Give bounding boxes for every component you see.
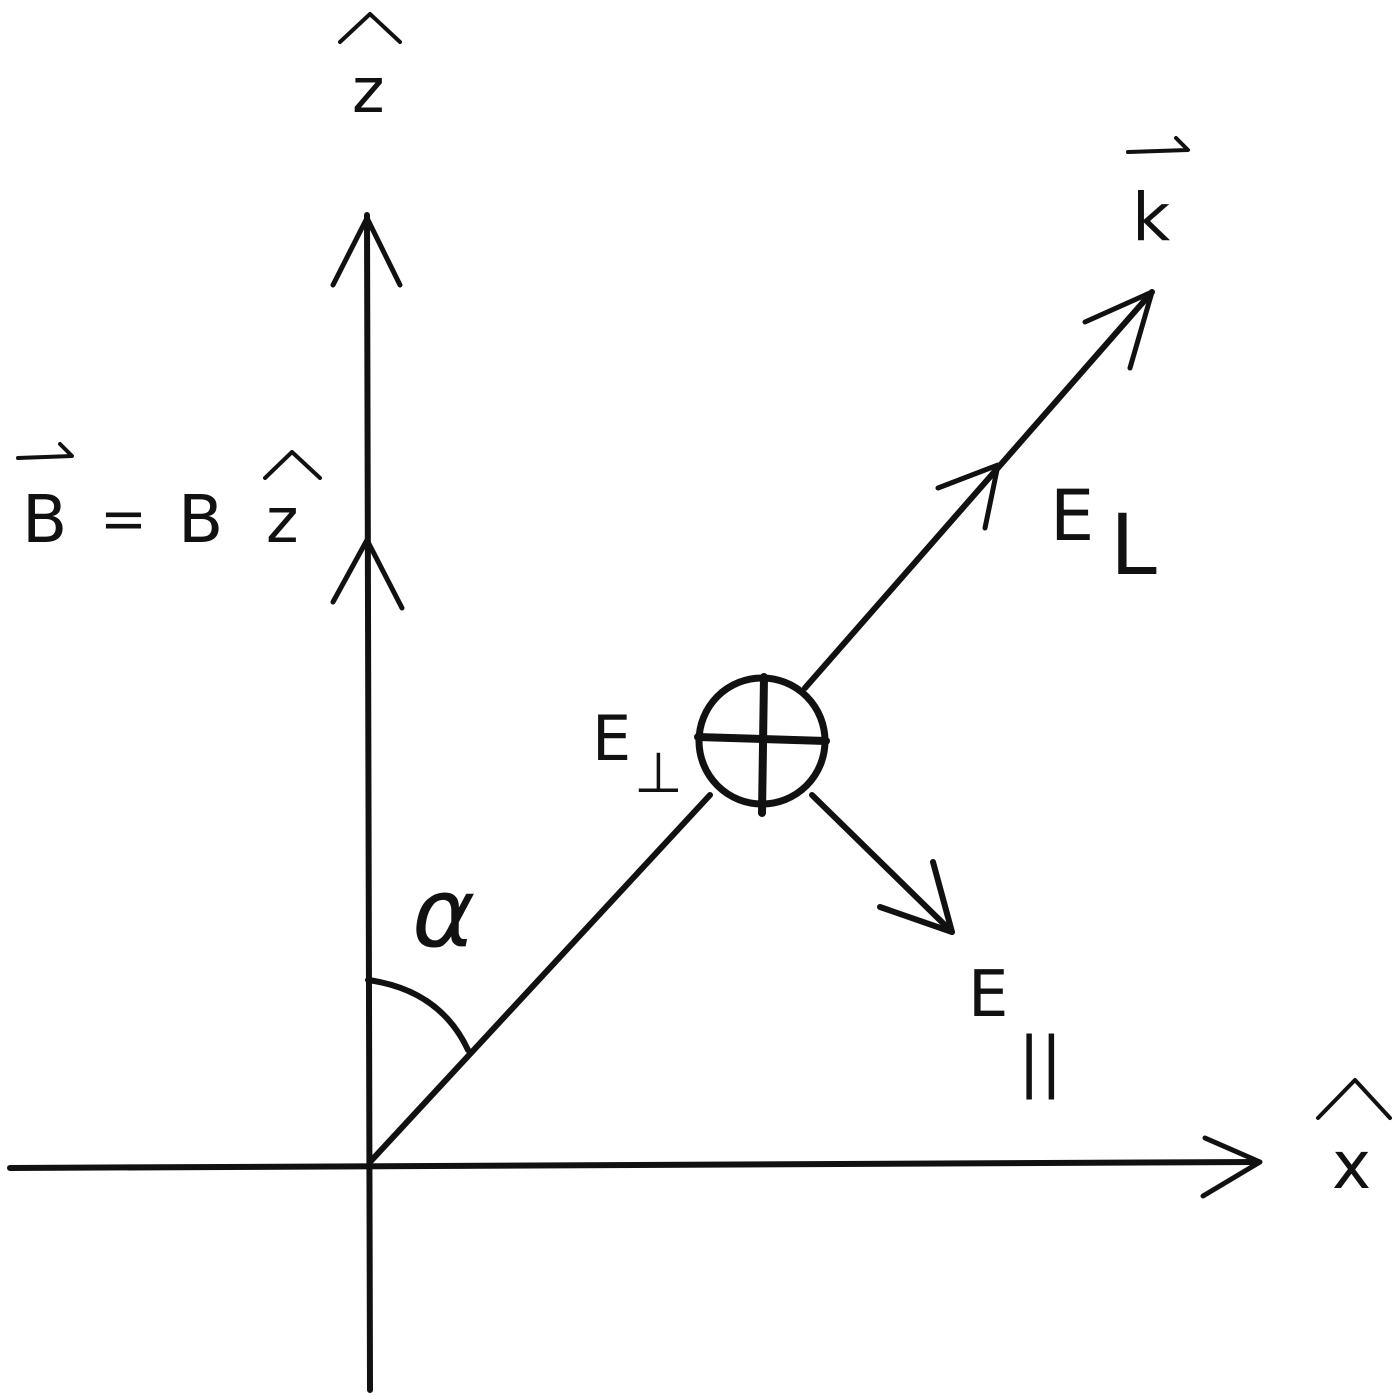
e-parallel-arrowhead <box>877 859 955 935</box>
e-parallel-label: E <box>968 958 1008 1032</box>
e-perp-label: E <box>592 702 631 775</box>
b-vector-arrow-icon <box>16 442 74 460</box>
k-vector-arrowhead <box>1082 289 1155 371</box>
b-z-hat-icon <box>263 450 322 480</box>
x-axis <box>7 1135 1263 1199</box>
x-hat-icon <box>1316 1078 1392 1120</box>
k-vector <box>367 289 1155 1165</box>
b-field-equals: = <box>100 487 147 552</box>
z-axis-label: z <box>352 54 385 127</box>
e-perp-into-page-symbol <box>694 673 830 817</box>
b-field-magnitude: B <box>178 481 223 558</box>
k-vector-arrow-icon <box>1126 136 1190 154</box>
z-axis-arrowhead <box>330 215 403 288</box>
x-axis-label: x <box>1332 1127 1371 1204</box>
x-axis-arrowhead <box>1200 1135 1263 1199</box>
e-perp-subscript: ⊥ <box>634 741 683 806</box>
e-parallel-vector <box>809 792 955 935</box>
e-longitudinal-subscript: L <box>1110 496 1157 594</box>
e-parallel-subscript: || <box>1018 1023 1062 1100</box>
k-vector-label: k <box>1132 179 1171 256</box>
b-field-symbol: B <box>22 481 67 558</box>
alpha-arc <box>365 977 471 1053</box>
b-field-direction: z <box>266 484 299 557</box>
b-field-arrowhead <box>330 537 405 611</box>
alpha-label: α <box>412 857 475 969</box>
z-hat-icon <box>338 12 402 44</box>
z-axis <box>330 212 405 1393</box>
b-field-label: B = B z <box>16 442 322 558</box>
e-longitudinal-label: E <box>1050 475 1094 557</box>
e-longitudinal-arrowhead <box>935 462 1001 531</box>
